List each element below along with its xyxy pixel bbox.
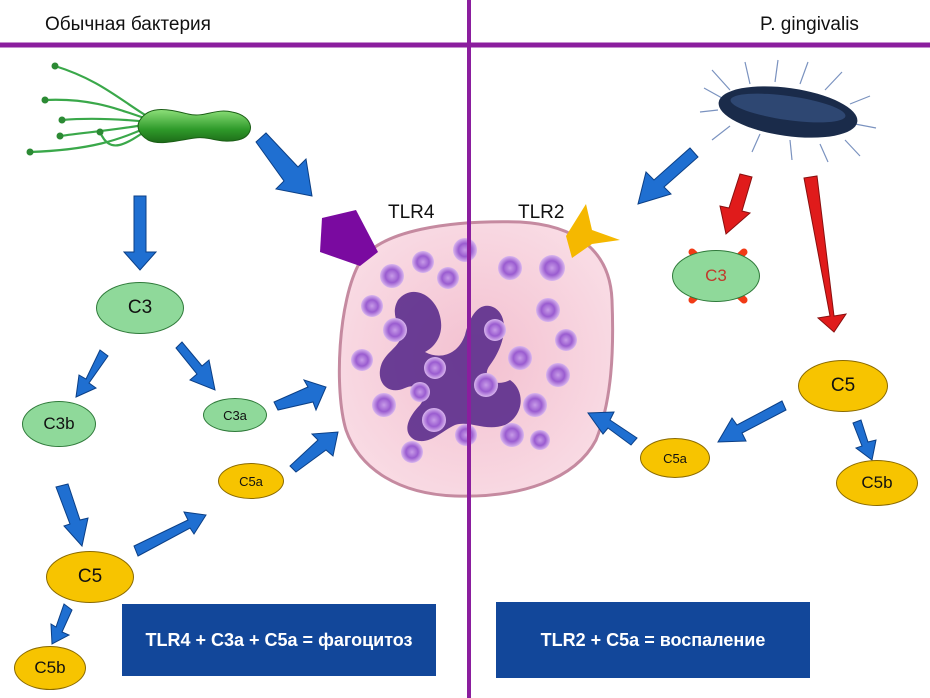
arrow-bacterium-to-tlr4 xyxy=(255,132,313,197)
neutrophil-icon xyxy=(337,220,615,498)
arrow-c3b-to-c5 xyxy=(55,483,89,548)
right-summary-box: TLR2 + C5a = воспаление xyxy=(496,602,810,678)
arrow-c5-to-c5a-right xyxy=(717,400,787,443)
arrow-bacterium-to-c3 xyxy=(122,195,158,271)
c5-node-left: C5 xyxy=(46,551,134,603)
arrow-c5-to-c5b xyxy=(50,603,73,645)
c5-node-right: C5 xyxy=(798,360,888,412)
arrow-pg-to-c3-blocked xyxy=(719,173,753,235)
left-panel-title: Обычная бактерия xyxy=(45,14,211,35)
right-panel-title: P. gingivalis xyxy=(760,14,859,35)
c3a-node: C3a xyxy=(203,398,267,432)
arrow-c5-to-c5a xyxy=(133,511,207,557)
c5b-node-left: C5b xyxy=(14,646,86,690)
arrow-c3-to-c3b xyxy=(75,349,109,398)
c3-node: C3 xyxy=(96,282,184,334)
flagellated-bacterium-icon xyxy=(26,62,251,156)
tlr2-label: TLR2 xyxy=(518,202,565,223)
arrow-pg-to-c5 xyxy=(803,175,848,333)
arrow-c5a-to-cell-right xyxy=(587,411,638,446)
c3b-node: C3b xyxy=(22,401,96,447)
left-summary-box: TLR4 + C3a + C5a = фагоцитоз xyxy=(122,604,436,676)
arrow-pg-to-tlr2 xyxy=(637,147,699,205)
c5a-node-left: C5a xyxy=(218,463,284,499)
arrow-c3-to-c3a xyxy=(175,341,216,391)
tlr2-receptor-icon xyxy=(566,204,620,258)
arrow-c3a-to-cell xyxy=(273,379,327,412)
arrow-c5-to-c5b-right xyxy=(852,419,877,461)
c5b-node-right: C5b xyxy=(836,460,918,506)
c3-blocked-node: C3 xyxy=(672,250,760,302)
tlr4-label: TLR4 xyxy=(388,202,435,223)
arrow-c5a-to-cell xyxy=(289,431,339,473)
tlr4-receptor-icon xyxy=(320,210,378,266)
c5a-node-right: C5a xyxy=(640,438,710,478)
fimbriated-bacterium-icon xyxy=(699,59,877,163)
